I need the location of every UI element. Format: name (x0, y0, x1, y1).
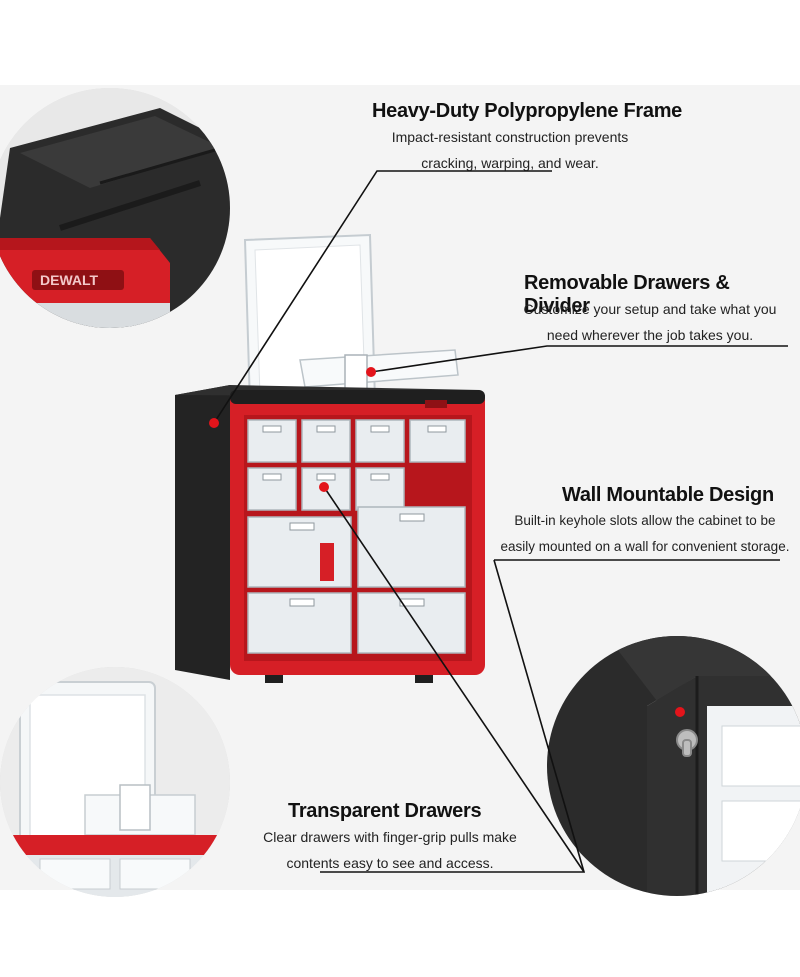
feature-frame-title: Heavy-Duty Polypropylene Frame (372, 100, 682, 122)
lifted-drawer (243, 233, 459, 407)
feature-wall-desc-line1: Built-in keyhole slots allow the cabinet… (514, 513, 776, 528)
feature-transparent-desc-line2: contents easy to see and access. (286, 855, 494, 871)
frame-callout-dot (209, 418, 219, 428)
feature-drawers-title: Removable Drawers & Divider (524, 272, 730, 317)
feature-drawers-desc-line2: need wherever the job takes you. (546, 327, 754, 343)
feature-transparent-title: Transparent Drawers (288, 800, 482, 822)
top-whitespace (0, 0, 800, 85)
feature-drawers-desc-line1: Customize your setup and take what you (523, 301, 777, 317)
feature-transparent-desc-line1: Clear drawers with finger-grip pulls mak… (263, 829, 517, 845)
bottom-whitespace (0, 890, 800, 977)
feature-frame-desc-line1: Impact-resistant construction prevents (391, 129, 629, 145)
feature-wall-desc-line2: easily mounted on a wall for convenient … (500, 539, 790, 554)
transparent-callout-dot (319, 482, 329, 492)
cabinet-frame (175, 385, 485, 683)
frame-corner-detail-image: DEWALT (0, 88, 230, 328)
feature-wall-title: Wall Mountable Design (562, 484, 774, 506)
feature-frame-desc-line2: cracking, warping, and wear. (421, 155, 599, 171)
storage-cabinet-product-image (175, 233, 485, 683)
brand-mark-text: DEWALT (40, 272, 99, 288)
keyhole-callout-dot (675, 707, 685, 717)
keyhole-detail-image (547, 636, 800, 896)
drawer-callout-dot (366, 367, 376, 377)
